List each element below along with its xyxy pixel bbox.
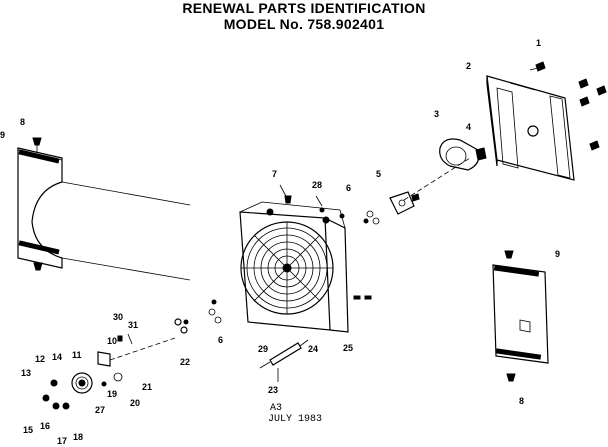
callout-14: 14 <box>52 352 63 362</box>
control-assembly <box>42 333 176 410</box>
callout-17: 17 <box>57 436 68 446</box>
callout-23: 23 <box>268 385 279 395</box>
callout-8-right: 8 <box>519 396 525 406</box>
right-side-panel <box>492 264 549 364</box>
callout-27: 27 <box>95 405 106 415</box>
callout-9-left: 9 <box>0 130 6 140</box>
callout-24: 24 <box>308 344 319 354</box>
callout-20: 20 <box>130 398 141 408</box>
screw-8-left <box>32 137 43 271</box>
screws-1 <box>529 61 607 151</box>
callout-22: 22 <box>180 357 191 367</box>
hardware-7-28 <box>279 184 345 219</box>
diagram-title: RENEWAL PARTS IDENTIFICATION <box>182 0 426 16</box>
motor-bracket <box>389 191 420 215</box>
callout-16: 16 <box>40 421 51 431</box>
callout-7: 7 <box>272 169 278 179</box>
revision-code: A3 <box>270 403 283 414</box>
callout-4: 4 <box>466 122 472 132</box>
callout-19: 19 <box>107 389 118 399</box>
callout-15: 15 <box>23 425 34 435</box>
motor <box>403 138 487 201</box>
callout-12: 12 <box>35 354 46 364</box>
callout-13: 13 <box>21 368 32 378</box>
screws-right <box>504 250 516 382</box>
callout-8-left: 8 <box>20 117 26 127</box>
model-number: MODEL No. 758.902401 <box>223 16 385 32</box>
callout-11: 11 <box>72 350 82 360</box>
callout-5: 5 <box>376 169 382 179</box>
callout-2: 2 <box>466 61 472 71</box>
heater-element <box>259 339 309 382</box>
callout-3: 3 <box>434 109 440 119</box>
callout-31: 31 <box>128 320 139 330</box>
callout-6-upper: 6 <box>346 183 352 193</box>
callout-6-lower: 6 <box>218 335 224 345</box>
revision-date: JULY 1983 <box>268 414 323 425</box>
callout-28: 28 <box>312 180 323 190</box>
right-back-panel <box>486 75 575 181</box>
front-grille-housing <box>239 201 349 333</box>
callout-10: 10 <box>107 336 118 346</box>
hardware-6-upper <box>363 210 380 225</box>
fan-guard <box>240 221 334 315</box>
left-side-panel <box>17 147 191 281</box>
callout-1: 1 <box>536 38 542 48</box>
callout-21: 21 <box>142 382 153 392</box>
callout-29: 29 <box>258 344 269 354</box>
callout-18: 18 <box>73 432 84 442</box>
hardware-22-6 <box>174 295 372 334</box>
callout-25: 25 <box>343 343 354 353</box>
callout-30: 30 <box>113 312 124 322</box>
callout-9-right: 9 <box>555 249 561 259</box>
